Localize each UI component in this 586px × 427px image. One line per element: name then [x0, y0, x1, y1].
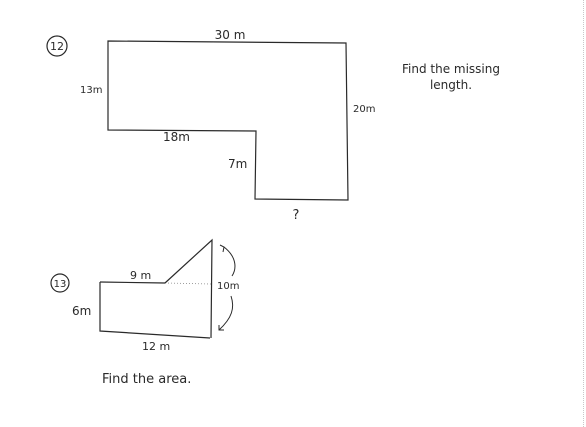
- problem-12: 12 30 m 13m 20m 18m 7m ? Find the missin…: [46, 28, 500, 223]
- problem-13-label-right: 10m: [217, 281, 239, 292]
- problem-13-rectangle-left-bottom-edges: [99, 282, 211, 339]
- problem-13-triangle-edges: [164, 238, 213, 339]
- problem-13-number-circle: [50, 273, 70, 293]
- problem-12-instruction-line2: length.: [430, 78, 472, 92]
- problem-13-arc-bottom: [218, 295, 234, 331]
- problem-13-instruction: Find the area.: [102, 372, 191, 387]
- problem-12-number-circle: [46, 35, 68, 57]
- problem-12-instruction-line1: Find the missing: [402, 62, 500, 76]
- problem-13-arrowhead-top: [219, 244, 225, 253]
- problem-12-l-shape: [107, 40, 349, 201]
- problem-12-label-top: 30 m: [215, 28, 246, 42]
- problem-13-label-bottom: 12 m: [142, 340, 170, 353]
- problem-12-label-inner-vertical: 7m: [228, 157, 247, 171]
- problem-12-label-left: 13m: [80, 85, 102, 96]
- problem-13-dashed-guide: [164, 282, 212, 285]
- problem-13-arc-top: [223, 246, 236, 277]
- problem-12-number: 12: [50, 40, 64, 53]
- problem-13-label-top: 9 m: [130, 269, 151, 282]
- problem-12-label-right: 20m: [353, 104, 375, 115]
- problem-13-label-left: 6m: [72, 304, 91, 318]
- page-edge-dotted-line: [583, 0, 584, 427]
- problem-13: 13 9 m 6m 10m 12 m Find the area.: [50, 238, 239, 387]
- problem-12-label-inner-horizontal: 18m: [163, 130, 190, 144]
- problem-13-number: 13: [54, 279, 67, 290]
- problem-13-arrowhead-bottom: [218, 325, 224, 331]
- problem-12-label-bottom: ?: [293, 208, 300, 223]
- problem-13-rectangle-top-edge: [99, 281, 166, 284]
